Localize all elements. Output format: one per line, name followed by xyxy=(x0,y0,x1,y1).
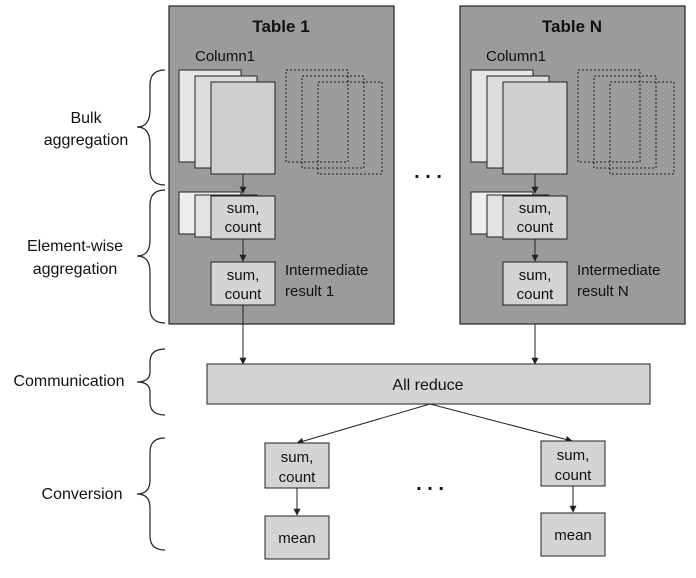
table-1-column-chunks xyxy=(178,69,276,175)
table-n-merged-sum: sum, xyxy=(519,267,552,284)
table-1-column-label: Column1 xyxy=(195,48,255,65)
table-n-intermediate-label-2: result N xyxy=(577,283,629,300)
table-1-merged-sum: sum, xyxy=(227,267,260,284)
brace-conversion xyxy=(136,437,166,551)
output-n-mean: mean xyxy=(554,527,592,544)
table-n-merged-count: count xyxy=(517,286,555,303)
table-n-panel: Table N Column1 sum, count sum, count In… xyxy=(459,5,686,325)
table-1-partial-sum: sum, xyxy=(227,200,260,217)
table-1-merged-count: count xyxy=(225,286,263,303)
table-n-column-chunks xyxy=(470,69,568,175)
table-1-intermediate-label-2: result 1 xyxy=(285,283,334,300)
stage-label-element-wise-2: aggregation xyxy=(33,261,118,278)
table-n-merged-aggregate: sum, count xyxy=(502,261,568,306)
stage-label-element-wise-1: Element-wise xyxy=(27,238,123,255)
output-1-result: mean xyxy=(264,515,330,560)
table-1-intermediate-label-1: Intermediate xyxy=(285,262,368,279)
stage-label-conversion: Conversion xyxy=(42,486,123,503)
table-n-partial-aggregates: sum, count xyxy=(470,191,568,240)
table-1-partial-count: count xyxy=(225,219,263,236)
table-n-partial-count: count xyxy=(517,219,555,236)
output-1-sum: sum, xyxy=(281,449,314,466)
table-1-panel: Table 1 Column1 sum, count sum, count xyxy=(168,5,395,325)
table-1-title: Table 1 xyxy=(252,17,309,36)
output-1-count: count xyxy=(279,469,317,486)
brace-element-wise xyxy=(136,189,166,324)
output-n-result: mean xyxy=(540,512,606,557)
output-n-aggregate: sum, count xyxy=(540,440,606,487)
brace-communication xyxy=(136,348,166,416)
output-1-mean: mean xyxy=(278,530,316,547)
table-n-partial-sum: sum, xyxy=(519,200,552,217)
table-n-title: Table N xyxy=(542,17,602,36)
table-1-empty-chunks xyxy=(285,69,383,175)
table-n-empty-chunks xyxy=(577,69,675,175)
tables-ellipsis: . . . xyxy=(414,161,442,183)
table-1-merged-aggregate: sum, count xyxy=(210,261,276,306)
all-reduce-label: All reduce xyxy=(392,377,463,394)
all-reduce-box: All reduce xyxy=(206,363,651,405)
output-1-aggregate: sum, count xyxy=(264,442,330,489)
output-n-count: count xyxy=(555,467,593,484)
table-1-partial-aggregates: sum, count xyxy=(178,191,276,240)
stage-label-bulk-1: Bulk xyxy=(70,110,102,127)
output-n-sum: sum, xyxy=(557,447,590,464)
outputs-ellipsis: . . . xyxy=(416,473,444,495)
stage-label-bulk-2: aggregation xyxy=(44,132,129,149)
table-n-column-label: Column1 xyxy=(486,48,546,65)
table-n-intermediate-label-1: Intermediate xyxy=(577,262,660,279)
stage-label-communication: Communication xyxy=(13,373,124,390)
brace-bulk xyxy=(136,69,166,186)
